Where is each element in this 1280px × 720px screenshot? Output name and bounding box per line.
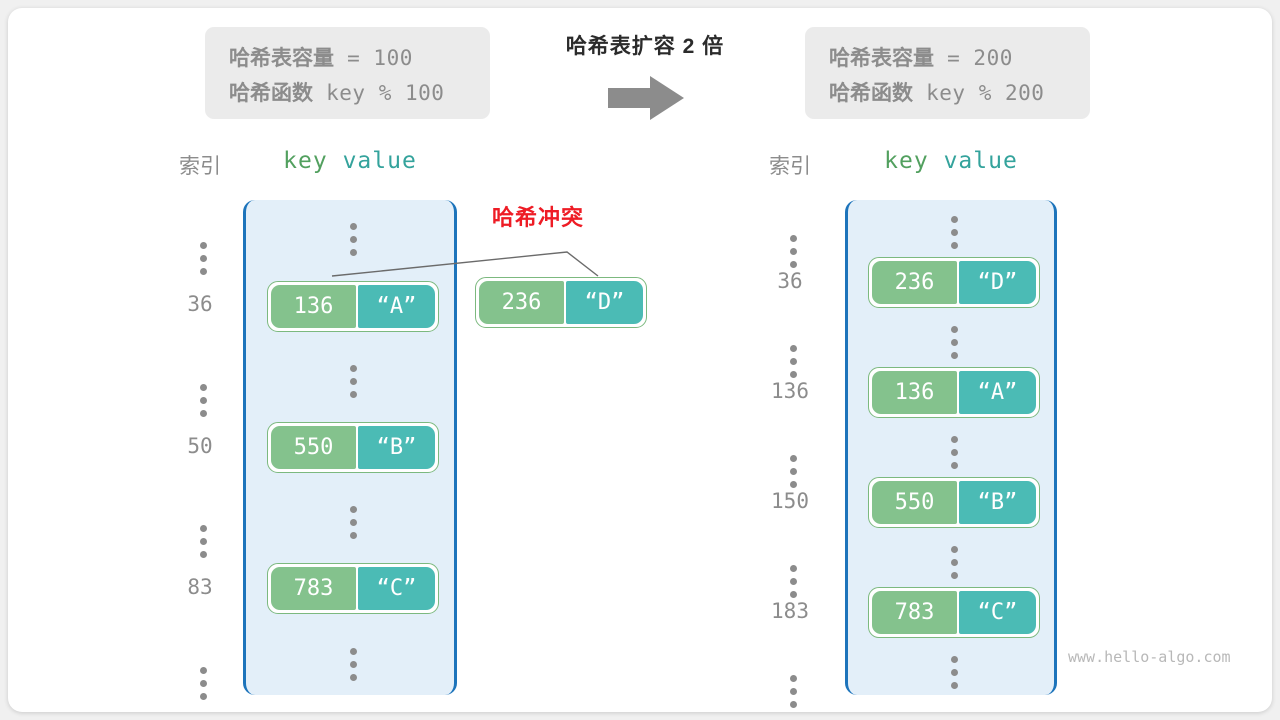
after-capacity-value: = 200 xyxy=(934,46,1013,70)
before-function-line: 哈希函数 key % 100 xyxy=(229,76,466,111)
before-value-header: value xyxy=(342,148,417,174)
key-cell: 236 xyxy=(872,261,957,304)
key-value-pair: 236“D” xyxy=(868,257,1040,308)
key-cell: 783 xyxy=(271,567,356,611)
before-function-label: 哈希函数 xyxy=(229,82,313,105)
watermark: www.hello-algo.com xyxy=(1068,648,1231,666)
index-ellipsis xyxy=(172,365,228,417)
index-label: 36 xyxy=(187,292,213,317)
ellipsis-icon xyxy=(200,383,207,417)
index-ellipsis xyxy=(762,326,818,378)
slot-ellipsis xyxy=(950,545,958,579)
after-index-header: 索引 xyxy=(769,155,811,178)
ellipsis-icon xyxy=(790,564,797,598)
index-label: 183 xyxy=(771,598,809,623)
slot-ellipsis xyxy=(349,364,357,398)
key-cell: 783 xyxy=(872,591,957,634)
ellipsis-icon xyxy=(790,454,797,488)
ellipsis-icon xyxy=(200,666,207,700)
after-key-header: key xyxy=(884,148,929,174)
before-capacity-value: = 100 xyxy=(334,46,413,70)
ellipsis-icon xyxy=(790,234,797,268)
value-cell: “A” xyxy=(958,371,1036,414)
key-value-pair: 550“B” xyxy=(267,422,439,473)
key-value-pair: 136“A” xyxy=(267,280,439,332)
collision-key-cell: 236 xyxy=(479,281,564,324)
index-ellipsis xyxy=(762,216,818,268)
right-arrow-icon xyxy=(608,76,684,125)
value-cell: “B” xyxy=(357,426,435,469)
before-function-value: key % 100 xyxy=(313,81,445,105)
key-value-pair: 783“C” xyxy=(868,587,1040,638)
collision-value-cell: “D” xyxy=(565,281,643,324)
slot-ellipsis xyxy=(349,223,357,257)
index-ellipsis xyxy=(172,648,228,700)
key-value-pair: 136“A” xyxy=(868,367,1040,418)
slot-ellipsis xyxy=(349,647,357,681)
after-index-column: 36 136 150 183 xyxy=(762,200,818,708)
value-cell: “C” xyxy=(357,567,435,611)
slot-ellipsis xyxy=(349,506,357,540)
value-cell: “C” xyxy=(958,591,1036,634)
value-cell: “D” xyxy=(958,261,1036,304)
index-ellipsis xyxy=(762,436,818,488)
after-kv-header: key value xyxy=(845,148,1057,174)
key-value-pair: 550“B” xyxy=(868,477,1040,528)
transition-title: 哈希表扩容 2 倍 xyxy=(565,35,725,58)
header-gap-2 xyxy=(929,148,944,174)
before-bucket-array: 136“A” 550“B” 783“C” xyxy=(243,200,457,695)
ellipsis-icon xyxy=(790,674,797,708)
diagram-card xyxy=(8,8,1272,712)
index-label: 50 xyxy=(187,433,213,458)
index-ellipsis xyxy=(762,546,818,598)
key-cell: 136 xyxy=(872,371,957,414)
value-cell: “A” xyxy=(357,284,435,328)
ellipsis-icon xyxy=(200,242,207,276)
header-gap xyxy=(328,148,343,174)
key-cell: 550 xyxy=(872,481,957,524)
slot-ellipsis xyxy=(950,655,958,689)
key-value-pair: 783“C” xyxy=(267,563,439,615)
after-bucket-array: 236“D” 136“A” 550“B” 783“C” xyxy=(845,200,1057,695)
slot-ellipsis xyxy=(950,215,958,249)
before-kv-header: key value xyxy=(243,148,457,174)
index-label: 150 xyxy=(771,488,809,513)
value-cell: “B” xyxy=(958,481,1036,524)
collision-pair-node: 236 “D” xyxy=(475,277,647,328)
after-function-value: key % 200 xyxy=(913,81,1045,105)
before-index-header: 索引 xyxy=(179,155,221,178)
index-ellipsis xyxy=(172,506,228,559)
slot-ellipsis xyxy=(950,325,958,359)
after-capacity-label: 哈希表容量 xyxy=(829,47,934,70)
index-ellipsis xyxy=(762,656,818,708)
ellipsis-icon xyxy=(790,344,797,378)
index-label: 136 xyxy=(771,378,809,403)
index-label: 83 xyxy=(187,574,213,599)
key-cell: 136 xyxy=(271,284,356,328)
after-value-header: value xyxy=(943,148,1018,174)
before-key-header: key xyxy=(283,148,328,174)
ellipsis-icon xyxy=(200,525,207,559)
slot-ellipsis xyxy=(950,435,958,469)
after-function-line: 哈希函数 key % 200 xyxy=(829,76,1066,111)
index-label: 36 xyxy=(777,268,803,293)
after-function-label: 哈希函数 xyxy=(829,82,913,105)
before-index-column: 36 50 83 xyxy=(172,200,228,700)
before-capacity-line: 哈希表容量 = 100 xyxy=(229,41,466,76)
before-info-box: 哈希表容量 = 100 哈希函数 key % 100 xyxy=(205,27,490,119)
index-ellipsis xyxy=(172,223,228,276)
after-capacity-line: 哈希表容量 = 200 xyxy=(829,41,1066,76)
collision-label: 哈希冲突 xyxy=(492,205,585,230)
before-capacity-label: 哈希表容量 xyxy=(229,47,334,70)
after-info-box: 哈希表容量 = 200 哈希函数 key % 200 xyxy=(805,27,1090,119)
key-cell: 550 xyxy=(271,426,356,469)
